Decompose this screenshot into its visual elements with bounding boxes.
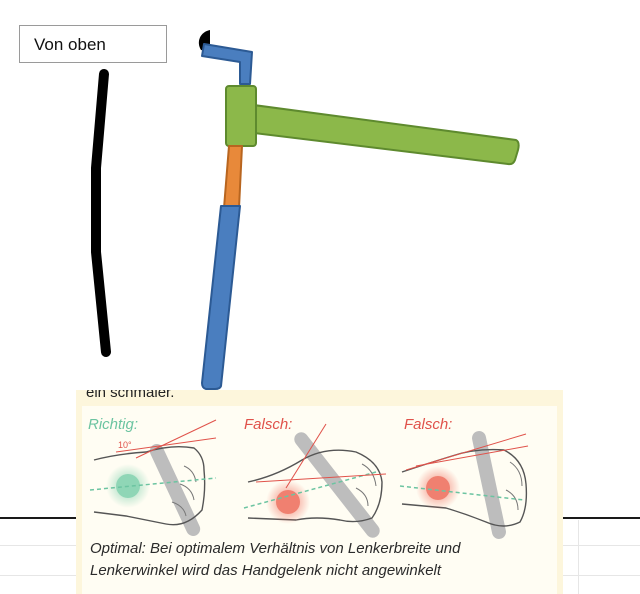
view-label-text: Von oben xyxy=(34,35,106,54)
axis-line xyxy=(243,471,377,509)
view-label-box: Von oben xyxy=(19,25,167,63)
label-wrong-2: Falsch: xyxy=(404,416,453,433)
angle-line xyxy=(135,419,217,459)
hand-panel-wrong-1 xyxy=(243,423,387,538)
axis-line xyxy=(89,477,217,491)
green-grip-bar xyxy=(245,103,520,166)
hand-panel-correct xyxy=(89,419,217,536)
wrist-angle-illustration: ein schmaler. xyxy=(76,390,563,594)
hand-panel-wrong-2 xyxy=(399,431,529,539)
angle-line xyxy=(285,423,327,489)
cropped-text-line: ein schmaler. xyxy=(86,390,175,401)
green-clamp xyxy=(225,85,257,147)
orange-joint xyxy=(223,145,243,209)
caption-line-2: Lenkerwinkel wird das Handgelenk nicht a… xyxy=(90,562,442,579)
hand-outline xyxy=(247,449,383,523)
angle-line xyxy=(255,473,387,483)
grid-col xyxy=(578,520,579,594)
angle-line xyxy=(115,437,217,453)
label-wrong-1: Falsch: xyxy=(244,416,293,433)
angle-line xyxy=(415,445,529,467)
finger-lines xyxy=(505,461,523,511)
finger-lines xyxy=(355,463,377,507)
black-freehand-line xyxy=(91,69,111,357)
wrist-dot xyxy=(276,490,300,514)
grip-bar xyxy=(472,431,506,539)
hand-outline xyxy=(93,445,206,526)
hand-drawings xyxy=(89,419,529,539)
blue-lower-arm xyxy=(201,205,241,390)
grip-bar xyxy=(294,432,380,538)
label-correct: Richtig: xyxy=(88,416,139,433)
blue-top-piece xyxy=(201,43,253,85)
caption-line-1: Optimal: Bei optimalem Verhältnis von Le… xyxy=(90,540,461,557)
document-rule-right xyxy=(560,517,640,519)
document-rule-left xyxy=(0,517,80,519)
grip-bar xyxy=(149,444,201,536)
wrist-dot xyxy=(426,476,450,500)
angle-annotation: 10° xyxy=(118,440,132,450)
